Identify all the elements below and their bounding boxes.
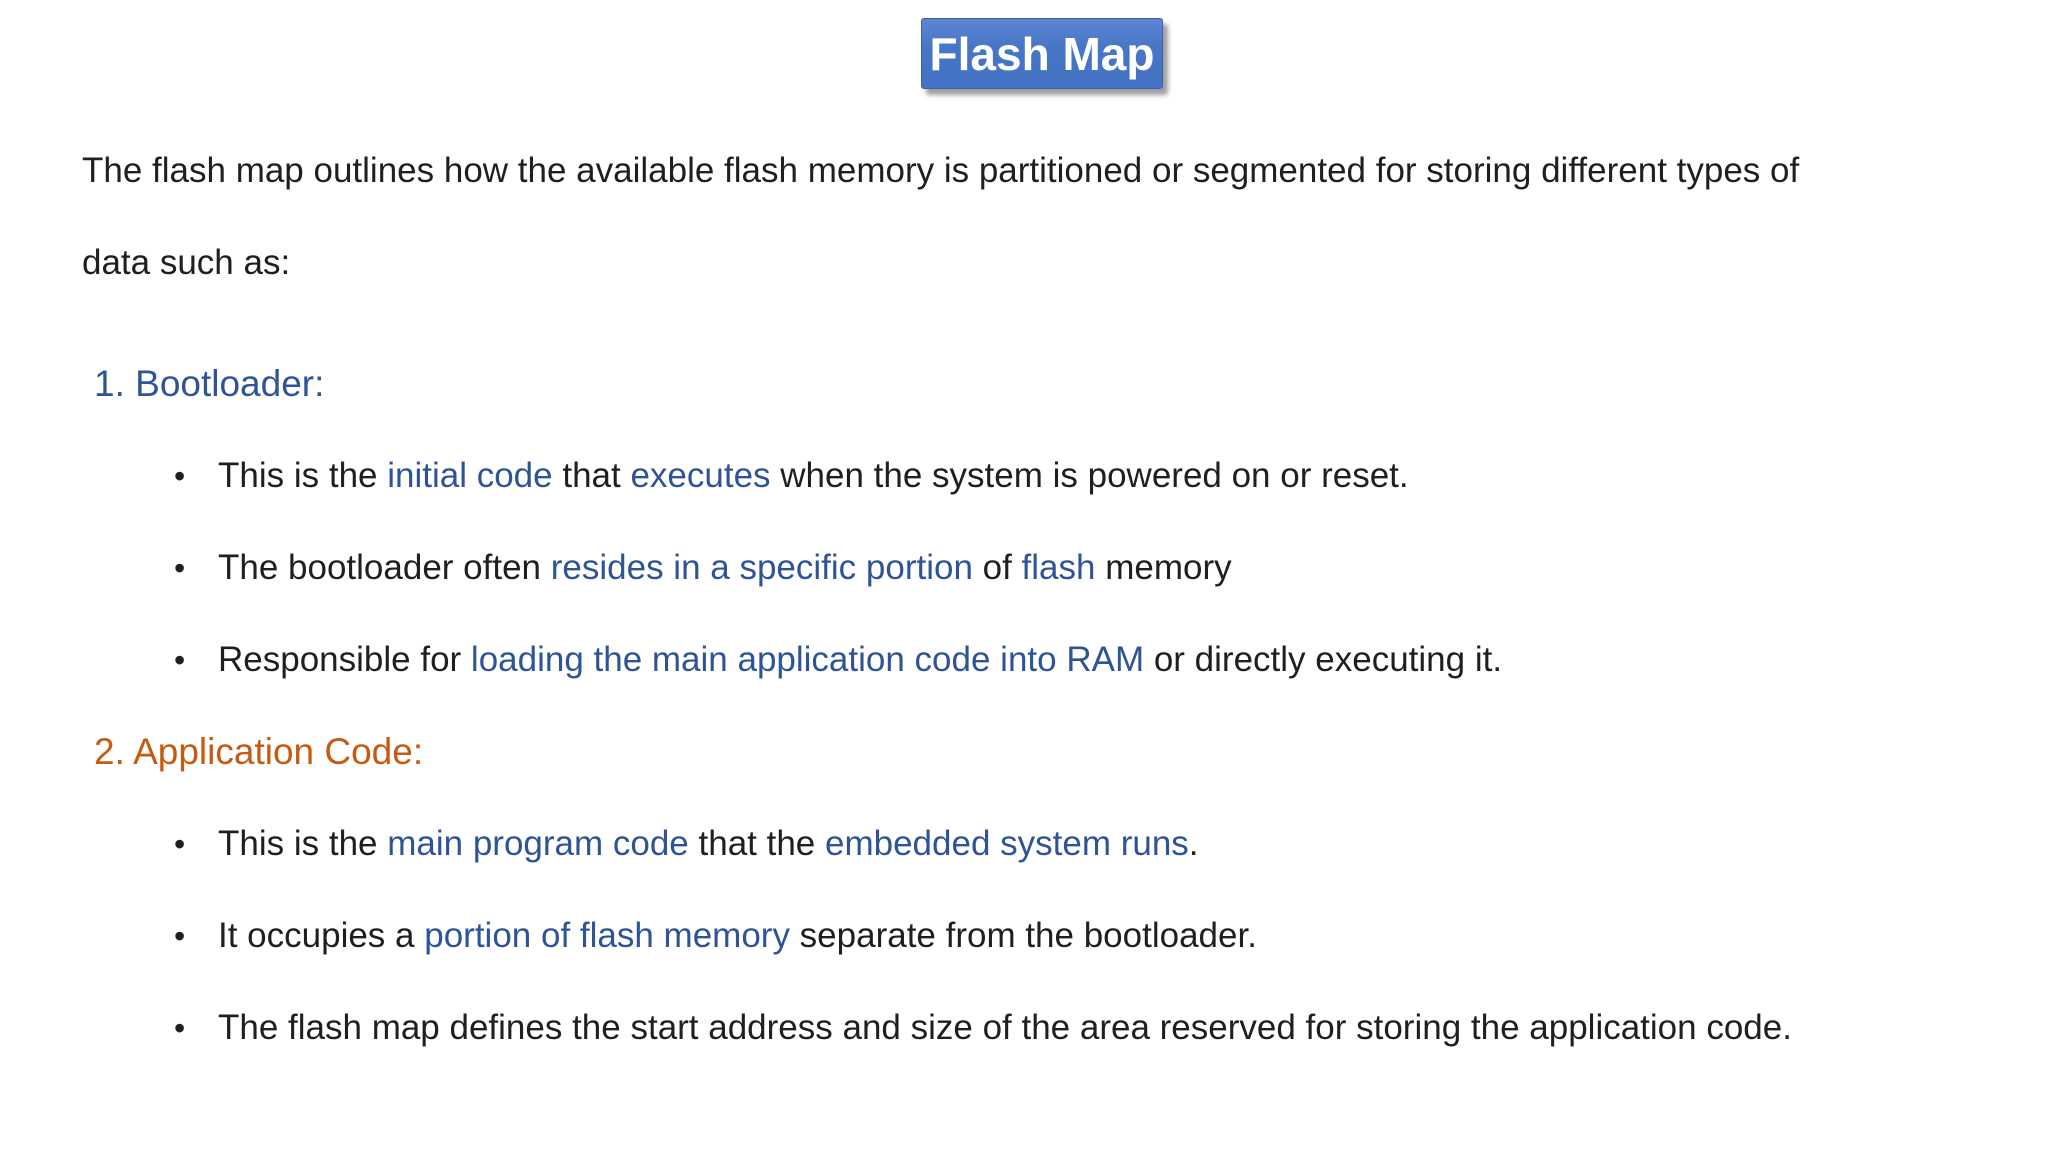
flash-map-title-button[interactable]: Flash Map	[921, 18, 1163, 89]
text-segment: This is the	[218, 456, 388, 495]
text-segment: .	[1188, 824, 1199, 863]
intro-line-1: The flash map outlines how the available…	[82, 151, 1800, 190]
text-segment: memory	[1095, 548, 1232, 587]
bullet-icon: •	[174, 458, 186, 494]
highlighted-text-segment: resides in a specific portion	[550, 548, 973, 587]
highlighted-text-segment: flash	[1021, 548, 1096, 587]
list-item: • It occupies a portion of flash memory s…	[0, 890, 2048, 982]
list-item: • Responsible for loading the main applic…	[0, 614, 2048, 706]
text-segment: separate from the bootloader.	[789, 916, 1257, 955]
bullet-icon: •	[174, 550, 186, 586]
content-list: 1. Bootloader:•This is the initial code …	[0, 338, 2048, 1074]
intro-paragraph: The flash map outlines how the available…	[82, 125, 2012, 309]
text-segment: Responsible for	[218, 640, 471, 679]
text-segment: of	[972, 548, 1022, 587]
highlighted-text-segment: loading the main application code into R…	[470, 640, 1145, 679]
highlighted-text-segment: portion of flash memory	[424, 916, 790, 955]
list-item: •This is the initial code that executes …	[0, 430, 2048, 522]
text-segment: This is the	[218, 824, 388, 863]
highlighted-text-segment: main program code	[387, 824, 689, 863]
list-item: • The flash map defines the start address…	[0, 982, 2048, 1074]
highlighted-text-segment: embedded system runs	[825, 824, 1189, 863]
text-segment: when the system is powered on or reset.	[770, 456, 1409, 495]
section-heading: 2. Application Code:	[94, 731, 424, 772]
highlighted-text-segment: initial code	[387, 456, 553, 495]
section-heading: 1. Bootloader:	[94, 363, 325, 404]
bullet-icon: •	[174, 826, 186, 862]
text-segment: that the	[688, 824, 825, 863]
highlighted-text-segment: executes	[630, 456, 771, 495]
intro-line-2: data such as:	[82, 243, 291, 282]
bullet-icon: •	[174, 642, 186, 678]
bullet-icon: •	[174, 1010, 186, 1046]
text-segment: that	[552, 456, 631, 495]
bullet-icon: •	[174, 918, 186, 954]
text-segment: or directly executing it.	[1144, 640, 1503, 679]
list-item: •This is the main program code that the …	[0, 798, 2048, 890]
text-segment: The flash map defines the start address …	[218, 1008, 1792, 1047]
text-segment: It occupies a	[218, 916, 425, 955]
list-item: • The bootloader often resides in a speci…	[0, 522, 2048, 614]
text-segment: The bootloader often	[218, 548, 551, 587]
